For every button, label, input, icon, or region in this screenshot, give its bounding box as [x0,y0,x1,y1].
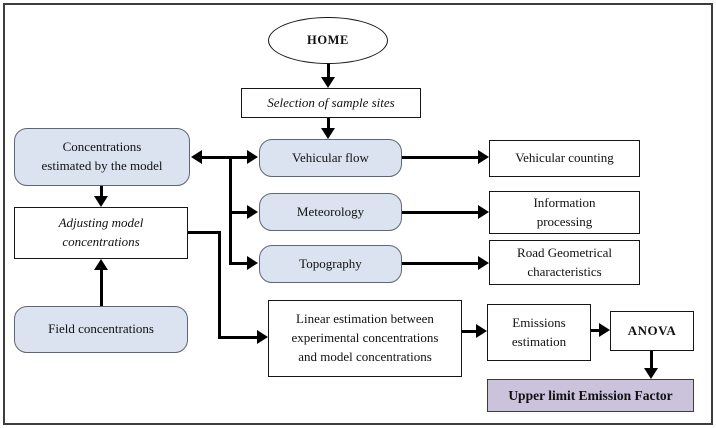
arrowhead-home-selection [321,77,335,88]
arrowhead-into-emissions [476,324,487,338]
node-emissions-label: Emissions estimation [511,314,567,349]
arrowhead-into-concentrations [191,150,202,164]
node-emissions-estimation: Emissions estimation [487,304,591,361]
arrowhead-into-adjusting-bottom [94,259,108,270]
node-selection-label: Selection of sample sites [267,94,395,110]
connector-adjusting-linear [218,336,258,339]
arrowhead-into-adjusting [94,196,108,207]
node-concentrations-label: Concentrations estimated by the model [41,139,163,173]
node-topography: Topography [259,245,402,283]
node-home: HOME [268,17,388,64]
connector-trunk-vertical [229,156,232,265]
node-information-label: Information processing [533,194,596,229]
arrowhead-into-linear [257,330,268,344]
node-anova-label: ANOVA [627,322,677,338]
arrowhead-into-upper-limit [644,368,658,379]
node-vehicular-counting: Vehicular counting [489,140,640,177]
node-linear-estimation: Linear estimation between experimental c… [268,300,462,377]
connector-trunk-meteorology [231,211,248,214]
connector-adjusting-drop [218,231,221,339]
connector-trunk-topography [231,262,248,265]
connector-linear-emissions [462,330,477,333]
connector-vehicularflow-counting [402,156,478,159]
node-meteorology: Meteorology [259,193,402,231]
connector-topography-road [402,262,478,265]
node-field-concentrations: Field concentrations [14,306,188,353]
node-adjusting-model-concentrations: Adjusting model concentrations [14,207,188,259]
node-selection-of-sample-sites: Selection of sample sites [241,88,421,118]
connector-anova-upperlimit [650,351,653,369]
node-home-label: HOME [307,33,349,48]
arrowhead-into-road [478,256,489,270]
connector-concentrations-vehicular-flow [200,156,249,159]
node-road-geometrical: Road Geometrical characteristics [489,240,640,285]
node-upper-limit-label: Upper limit Emission Factor [508,387,673,403]
node-meteorology-label: Meteorology [296,203,365,219]
arrowhead-into-topography [247,256,258,270]
connector-adjusting-out [188,231,221,234]
arrowhead-into-vehicular-flow [247,150,258,164]
connector-meteorology-information [402,211,478,214]
node-linear-label: Linear estimation between experimental c… [291,311,439,364]
arrowhead-into-anova [599,323,610,337]
node-vehicular-counting-label: Vehicular counting [515,150,614,166]
node-adjusting-label: Adjusting model concentrations [58,215,144,249]
outer-border [3,3,713,425]
connector-emissions-anova [591,329,600,332]
node-vehicular-flow-label: Vehicular flow [292,149,369,165]
node-topography-label: Topography [299,255,362,271]
arrowhead-selection-vehicular-flow [321,128,335,139]
connector-concentrations-adjusting [100,186,103,197]
node-vehicular-flow: Vehicular flow [259,139,402,177]
arrowhead-into-information [478,205,489,219]
node-concentrations-estimated: Concentrations estimated by the model [14,128,190,186]
connector-field-adjusting [100,269,103,306]
node-information-processing: Information processing [489,191,640,234]
connector-selection-vehicular-flow [327,118,330,129]
arrowhead-into-meteorology [247,205,258,219]
node-anova: ANOVA [610,311,694,351]
node-upper-limit-emission-factor: Upper limit Emission Factor [487,379,694,412]
connector-home-selection [327,64,330,78]
arrowhead-into-vehicular-counting [478,150,489,164]
node-field-label: Field concentrations [48,321,154,337]
node-road-label: Road Geometrical characteristics [517,244,612,279]
